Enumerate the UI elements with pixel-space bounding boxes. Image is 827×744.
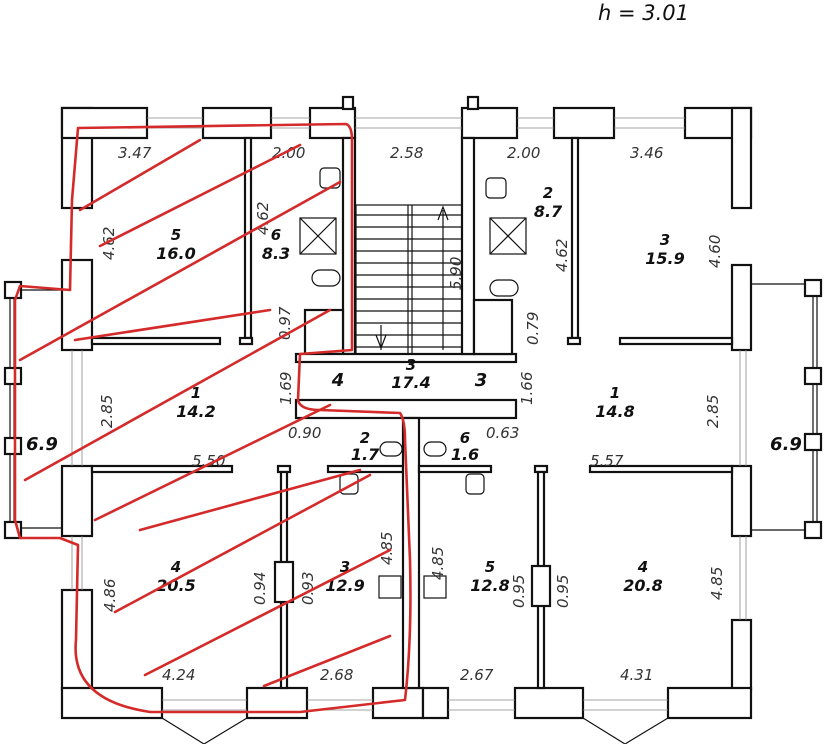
dim-label: 0.93: [299, 572, 317, 605]
dim-label: 0.79: [524, 312, 542, 345]
shower-icon: [299, 217, 337, 255]
sink-icon: [485, 177, 507, 199]
room-number: 2: [543, 184, 553, 202]
dim-label: 4.85: [708, 567, 726, 600]
room-area: 14.8: [595, 402, 634, 421]
room-area: 14.2: [176, 402, 215, 421]
balcony-left: [3, 280, 62, 540]
stove-icon: [423, 575, 447, 599]
room-number: 3: [660, 231, 670, 249]
dim-label: 4.86: [101, 579, 119, 612]
fixtures: [299, 167, 527, 599]
dim-label: 5.90: [447, 257, 465, 290]
room-number: 6: [271, 226, 281, 244]
dim-label: 5.50: [192, 452, 225, 470]
dim-label: 2.67: [460, 666, 494, 684]
room-number: 3: [340, 558, 350, 576]
dim-label: 4.62: [254, 202, 272, 235]
interior-walls: [90, 136, 734, 690]
unit-label: 4: [331, 370, 345, 391]
dim-label: 2.00: [272, 144, 305, 162]
dim-label: 5.57: [590, 452, 624, 470]
stove-icon: [378, 575, 402, 599]
dim-label: 4.62: [100, 227, 118, 260]
room-number: 5: [485, 558, 495, 576]
room-area: 12.9: [325, 576, 364, 595]
dim-label: 1.66: [518, 372, 536, 405]
room-area: 8.7: [534, 202, 563, 221]
dim-label: 4.31: [620, 666, 653, 684]
room-number: 4: [170, 558, 181, 576]
balcony-area-left: 6.9: [26, 434, 58, 455]
room-labels: 5 16.0 6 8.3 2 8.7 3 15.9 1 14.2 3 17.4 …: [26, 184, 802, 595]
dim-label: 2.00: [507, 144, 540, 162]
dim-label: 2.85: [704, 395, 722, 428]
outer-wall-sides: [60, 258, 753, 692]
dim-label: 0.94: [251, 572, 269, 605]
toilet-icon: [489, 279, 519, 297]
dim-label: 0.95: [554, 575, 572, 608]
unit-label: 3: [475, 370, 488, 391]
room-number: 1: [191, 384, 201, 402]
outer-wall-top: [60, 95, 753, 210]
room-area: 20.5: [156, 576, 195, 595]
dim-label: 4.85: [378, 532, 396, 565]
dim-label: 0.90: [288, 424, 321, 442]
dim-label: 3.47: [118, 144, 152, 162]
room-area: 8.3: [262, 244, 290, 263]
balcony-right: [751, 278, 823, 540]
room-number: 1: [610, 384, 620, 402]
room-area: 17.4: [391, 373, 430, 392]
room-area: 20.8: [623, 576, 662, 595]
dim-label: 4.24: [162, 666, 195, 684]
sink-icon: [465, 473, 485, 495]
toilet-icon: [423, 441, 447, 457]
dim-label: 4.85: [429, 547, 447, 580]
dim-label: 0.63: [486, 424, 519, 442]
outer-wall-bottom: [60, 686, 753, 744]
room-area: 16.0: [156, 244, 195, 263]
dim-label: 1.69: [277, 372, 295, 405]
dim-label: 2.85: [98, 395, 116, 428]
room-number: 3: [406, 356, 416, 374]
ceiling-height-label: h = 3.01: [598, 1, 689, 25]
dim-label: 4.62: [553, 239, 571, 272]
staircase: [355, 204, 463, 355]
shower-icon: [489, 217, 527, 255]
dim-label: 2.68: [320, 666, 353, 684]
room-area: 15.9: [645, 249, 684, 268]
room-number: 4: [637, 558, 648, 576]
balcony-area-right: 6.9: [770, 434, 802, 455]
room-number: 5: [171, 226, 181, 244]
room-area: 12.8: [470, 576, 509, 595]
room-number: 2: [360, 429, 370, 447]
toilet-icon: [379, 441, 403, 457]
toilet-icon: [311, 269, 341, 287]
red-annotation: [13, 122, 412, 714]
dim-label: 3.46: [630, 144, 663, 162]
room-area: 1.7: [351, 445, 380, 464]
dim-label: 4.60: [706, 235, 724, 268]
dim-label: 2.58: [390, 144, 423, 162]
room-number: 6: [460, 429, 470, 447]
room-area: 1.6: [451, 445, 479, 464]
dim-label: 0.95: [510, 575, 528, 608]
